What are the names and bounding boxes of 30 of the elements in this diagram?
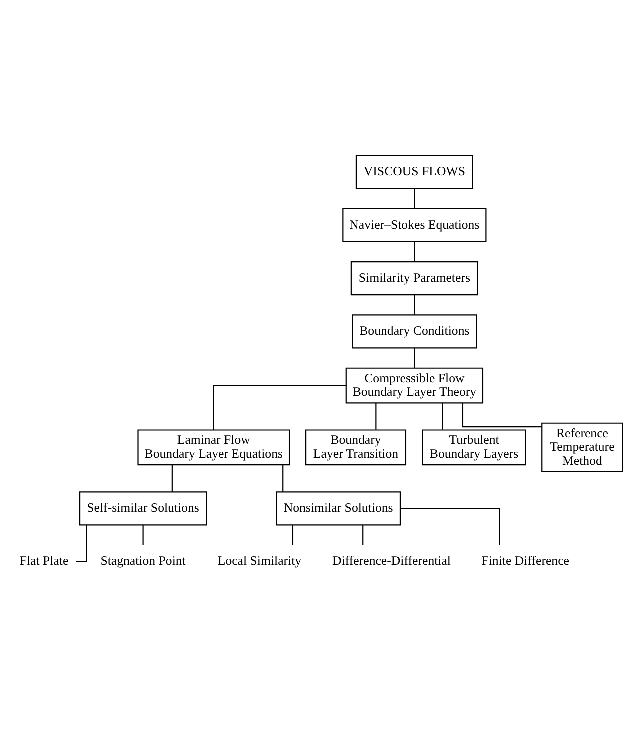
node-box: Self-similar Solutions <box>79 492 208 526</box>
node-text: Stagnation Point <box>100 554 186 568</box>
connector <box>400 508 500 546</box>
node-box: Compressible Flow Boundary Layer Theory <box>346 368 484 404</box>
node-box: Navier–Stokes Equations <box>342 208 487 242</box>
connector <box>442 403 444 430</box>
node-box: Laminar Flow Boundary Layer Equations <box>138 430 290 466</box>
node-box: Boundary Conditions <box>352 314 478 349</box>
connector <box>142 525 144 546</box>
connector <box>414 295 416 315</box>
connector <box>414 242 416 262</box>
connector <box>414 188 416 209</box>
connector <box>292 525 294 546</box>
connector <box>414 348 416 368</box>
connector <box>462 403 542 428</box>
node-box: Similarity Parameters <box>350 261 478 296</box>
node-box: Turbulent Boundary Layers <box>422 430 526 466</box>
node-text: Difference-Differential <box>332 554 452 568</box>
node-box: Reference Temperature Method <box>542 422 624 473</box>
node-box: Nonsimilar Solutions <box>276 492 402 526</box>
connector <box>362 525 364 546</box>
node-box: VISCOUS FLOWS <box>356 155 474 190</box>
connector <box>213 385 346 430</box>
node-box: Boundary Layer Transition <box>306 430 407 466</box>
connector <box>282 465 284 492</box>
node-text: Local Similarity <box>218 554 302 568</box>
connector <box>376 403 377 430</box>
node-text: Flat Plate <box>20 554 69 568</box>
node-text: Finite Difference <box>482 554 570 568</box>
connector <box>172 465 173 492</box>
